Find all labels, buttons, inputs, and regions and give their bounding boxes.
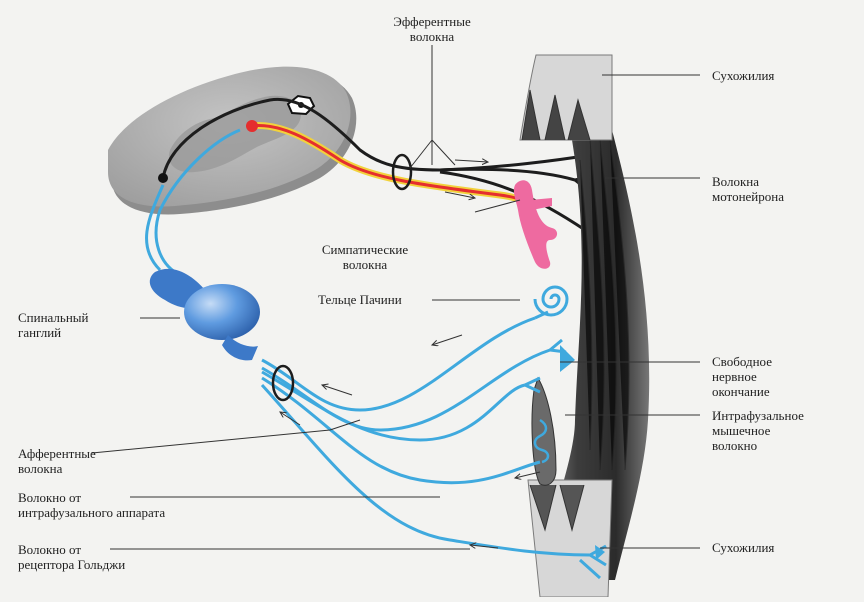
intrafusal-apparatus-fiber-label-line2: интрафузального аппарата — [18, 505, 166, 520]
motor-neuron-fibers-label: Волокна мотонейрона — [712, 174, 784, 204]
intrafusal-fiber-label-line1: Интрафузальное — [712, 408, 804, 423]
free-nerve-ending-label-line1: Свободное — [712, 354, 772, 369]
spinal-ganglion-label: Спинальный ганглий — [18, 310, 89, 340]
tendon-top-icon — [519, 54, 613, 141]
nerve-bundle-ring-top — [391, 153, 413, 191]
intrafusal-apparatus-fiber-label-line1: Волокно от — [18, 490, 82, 505]
tendon-top-label: Сухожилия — [712, 68, 775, 83]
spinal-ganglion-label-line2: ганглий — [18, 325, 62, 340]
pacinian-corpuscle-icon — [533, 285, 569, 317]
afferent-fibers — [145, 128, 607, 580]
tendon-bottom-icon — [527, 479, 613, 598]
motor-neuron-fibers-label-line1: Волокна — [712, 174, 760, 189]
blood-vessel-icon — [513, 180, 558, 269]
golgi-receptor-fiber-label-line1: Волокно от — [18, 542, 82, 557]
sympathetic-fibers-label-line2: волокна — [342, 257, 388, 272]
intrafusal-apparatus-fiber-label: Волокно от интрафузального аппарата — [18, 490, 165, 520]
efferent-fibers-label-line2: волокна — [409, 29, 455, 44]
free-nerve-ending-label: Свободное нервное окончание — [712, 354, 772, 399]
golgi-receptor-icon — [595, 545, 605, 560]
nerve-bundle-ring-bottom — [271, 364, 295, 402]
afferent-fibers-label: Афферентные волокна — [18, 446, 96, 476]
spinal-ganglion-label-line1: Спинальный — [18, 310, 89, 325]
pacinian-corpuscle-label: Тельце Пачини — [318, 292, 402, 307]
sympathetic-fibers — [249, 121, 533, 208]
free-nerve-ending-label-line3: окончание — [712, 384, 770, 399]
intrafusal-fiber-label-line3: волокно — [712, 438, 758, 453]
intrafusal-fiber-label-line2: мышечное — [712, 423, 771, 438]
free-nerve-ending-label-line2: нервное — [712, 369, 757, 384]
leader-lines — [91, 45, 700, 550]
afferent-fibers-label-line2: волокна — [18, 461, 63, 476]
efferent-fibers-label: Эфферентные волокна — [362, 14, 502, 44]
sympathetic-neuron-icon — [246, 120, 258, 132]
motor-neuron-body-icon — [158, 173, 168, 183]
direction-arrows — [280, 160, 541, 548]
golgi-receptor-fiber-label-line2: рецептора Гольджи — [18, 557, 126, 572]
intrafusal-fiber-label: Интрафузальное мышечное волокно — [712, 408, 804, 453]
sympathetic-fibers-label: Симпатические волокна — [290, 242, 440, 272]
muscle-spindle-icon — [531, 376, 557, 486]
muscle-icon — [538, 58, 650, 580]
spinal-ganglion-icon — [149, 268, 260, 361]
afferent-fibers-label-line1: Афферентные — [18, 446, 96, 461]
motor-neuron-fibers-label-line2: мотонейрона — [712, 189, 784, 204]
free-nerve-ending-icon — [560, 345, 575, 372]
golgi-receptor-fiber-label: Волокно от рецептора Гольджи — [18, 542, 125, 572]
tendon-bottom-label: Сухожилия — [712, 540, 775, 555]
efferent-fibers-label-line1: Эфферентные — [393, 14, 471, 29]
sympathetic-fibers-label-line1: Симпатические — [321, 242, 409, 257]
